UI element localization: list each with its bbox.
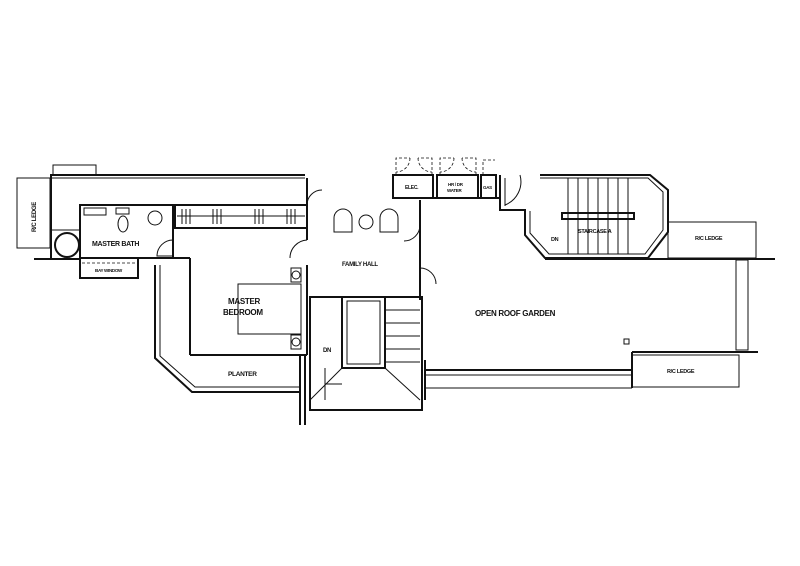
water-label-1: HR / DR [448,182,464,187]
wardrobe [174,204,308,229]
family-hall-label: FAMILY HALL [342,262,378,268]
open-roof-garden-label: OPEN ROOF GARDEN [475,309,556,318]
master-bath-label: MASTER BATH [92,241,139,248]
master-bedroom: MASTER BEDROOM [173,239,308,356]
main-staircase: DN [309,296,423,411]
bay-window: BAY WINDOW [79,257,139,279]
dn-main-label: DN [323,348,331,354]
planter-label: PLANTER [228,371,257,378]
rc-ledge-bottom-label: R/C LEDGE [667,369,695,375]
rc-ledge-bottom: R/C LEDGE [631,354,740,388]
left-outer-walls [34,175,80,260]
utility-cupboards: ELEC. HR / DR WATER GAS [392,157,497,199]
staircase-a-label: STAIRCASE A [578,229,612,235]
family-hall: FAMILY HALL [299,178,437,425]
rc-ledge-right: R/C LEDGE [545,221,775,260]
dn-staircase-label: DN [551,237,559,243]
master-bath: MASTER BATH [79,204,174,259]
rc-ledge-left: R/C LEDGE [16,177,51,249]
rc-ledge-left-label: R/C LEDGE [32,202,38,232]
open-roof-garden: OPEN ROOF GARDEN [420,197,758,400]
bay-window-label: BAY WINDOW [95,268,123,273]
rc-ledge-right-label: R/C LEDGE [695,236,723,242]
master-bedroom-label-2: BEDROOM [223,308,263,317]
planter: PLANTER [154,265,300,393]
top-ledge [50,164,305,179]
master-bedroom-label-1: MASTER [228,297,261,306]
elec-label: ELEC. [405,185,419,191]
staircase-a: STAIRCASE A DN [499,174,669,259]
water-label-2: WATER [447,188,462,193]
gas-label: GAS [483,185,492,190]
